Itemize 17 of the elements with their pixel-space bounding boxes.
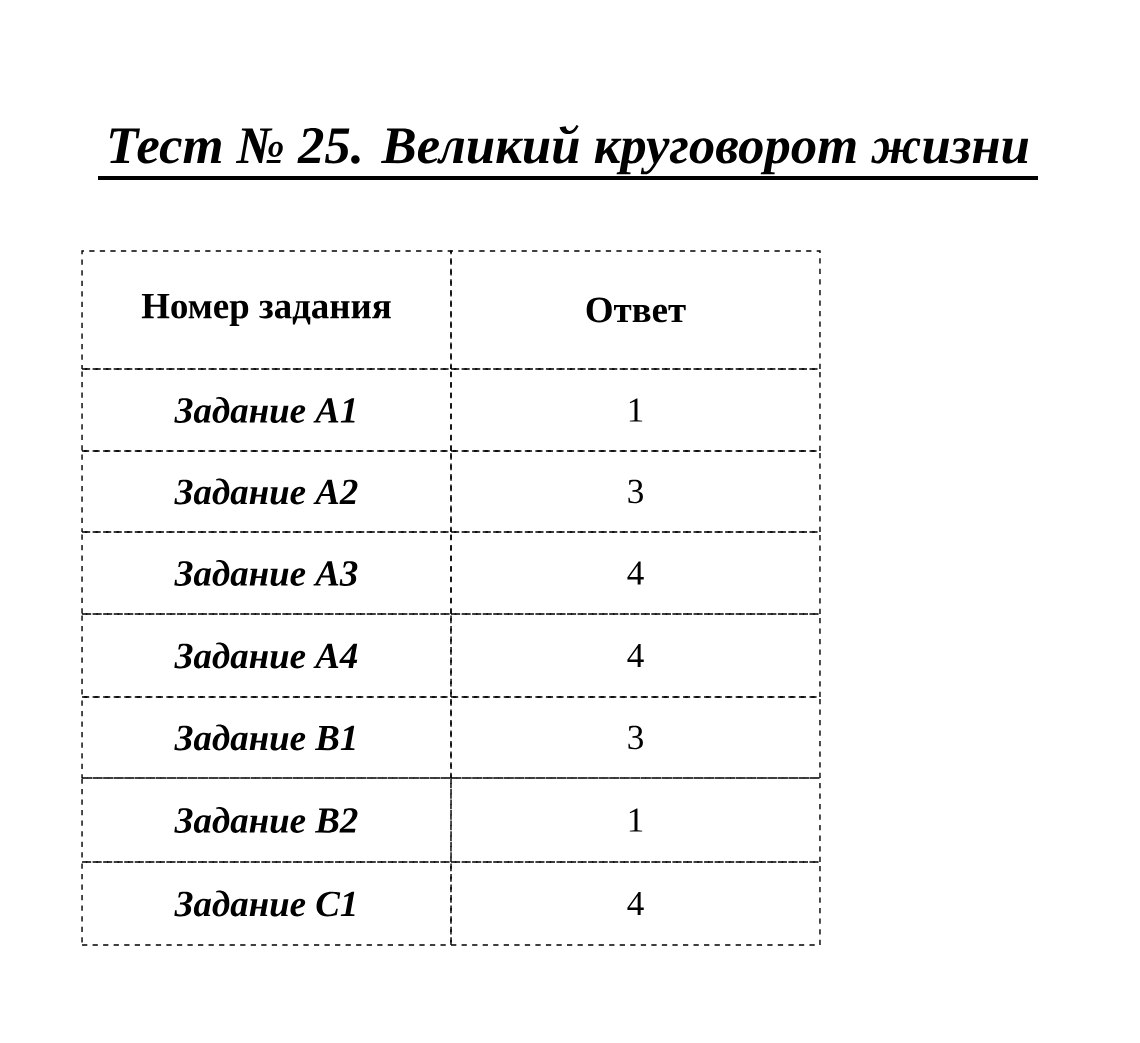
table-cell: 4 (450, 613, 821, 698)
table-cell: Задание В2 (81, 777, 452, 863)
table-cell: 1 (450, 368, 821, 452)
table-cell: 4 (450, 861, 821, 946)
header-cell: Ответ (450, 250, 821, 370)
table-cell: Задание С1 (81, 861, 452, 946)
title: Тест № 25. Великий круговорот жизни (109, 125, 1029, 175)
header-cell: Номер задания (81, 250, 452, 370)
table-cell: 4 (450, 531, 821, 615)
table-cell: 3 (450, 696, 821, 779)
table-cell: 1 (450, 777, 821, 863)
table-cell: Задание В1 (81, 696, 452, 779)
table-cell: Задание А2 (81, 450, 452, 533)
table-cell: Задание А1 (81, 368, 452, 452)
table-cell: 3 (450, 450, 821, 533)
table-cell: Задание А4 (81, 613, 452, 698)
table-cell: Задание А3 (81, 531, 452, 615)
